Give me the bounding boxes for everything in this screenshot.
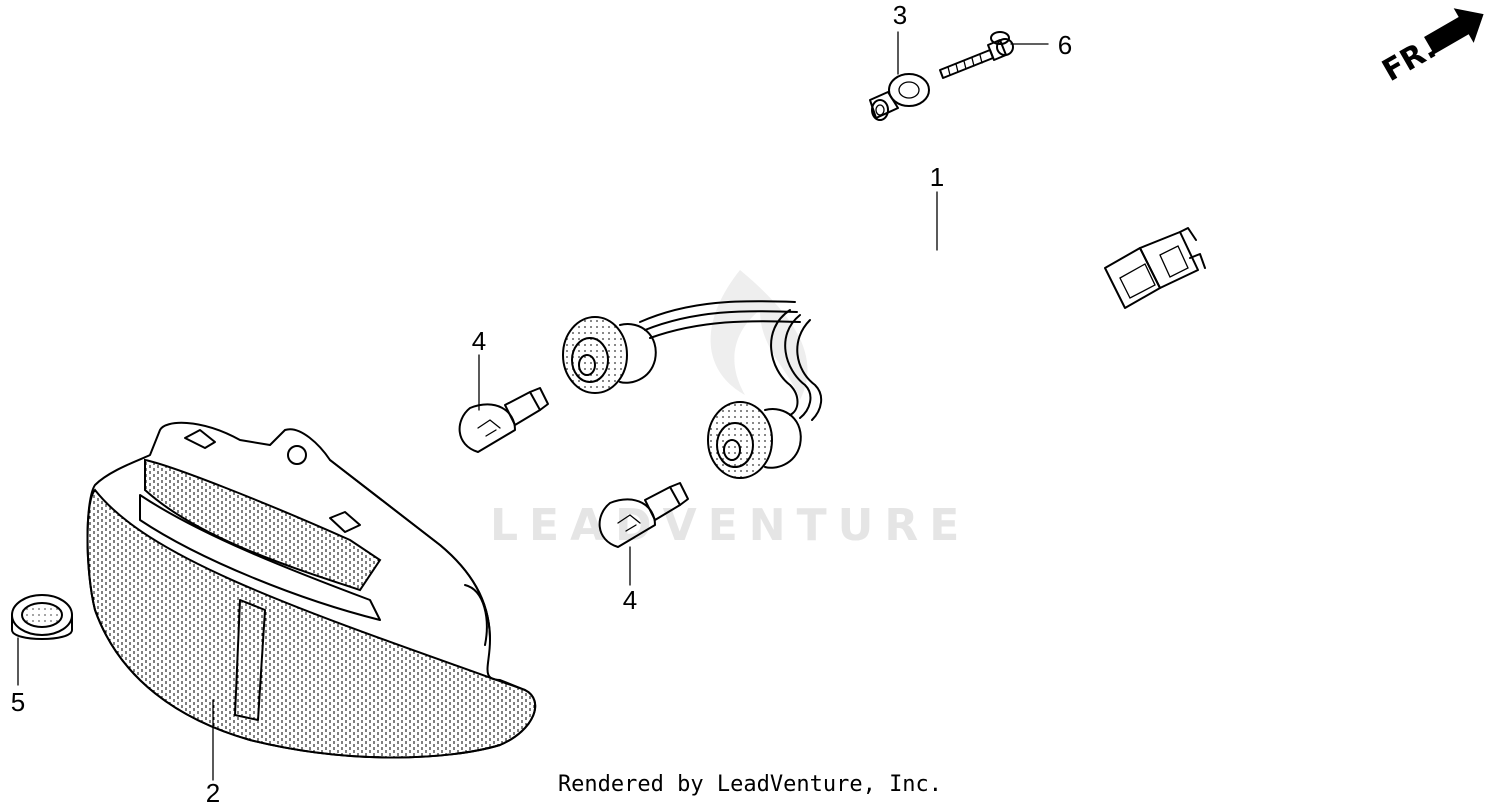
watermark-text: LEADVENTURE	[490, 500, 970, 551]
part-socket-upper	[562, 316, 657, 394]
part-collar	[869, 73, 930, 121]
front-direction-indicator: FR.	[1377, 8, 1484, 89]
callout-1: 1	[930, 162, 944, 192]
part-grommet	[11, 594, 73, 640]
part-screw	[939, 31, 1014, 79]
part-socket-lower	[707, 401, 802, 479]
part-bulb-upper	[458, 387, 549, 453]
callout-4-lower: 4	[623, 585, 637, 615]
part-wire-harness	[639, 227, 1206, 421]
part-bulb-lower	[598, 482, 689, 548]
render-credit: Rendered by LeadVenture, Inc.	[557, 772, 943, 797]
callout-6: 6	[1058, 30, 1072, 60]
leader-lines	[17, 31, 1049, 781]
callout-3: 3	[893, 0, 907, 30]
arrow-right-icon	[1424, 8, 1484, 55]
callout-4-upper: 4	[472, 326, 486, 356]
watermark: LEADVENTURE	[490, 270, 970, 551]
part-taillight	[86, 421, 537, 759]
callout-2: 2	[206, 778, 220, 808]
callout-5: 5	[11, 687, 25, 717]
